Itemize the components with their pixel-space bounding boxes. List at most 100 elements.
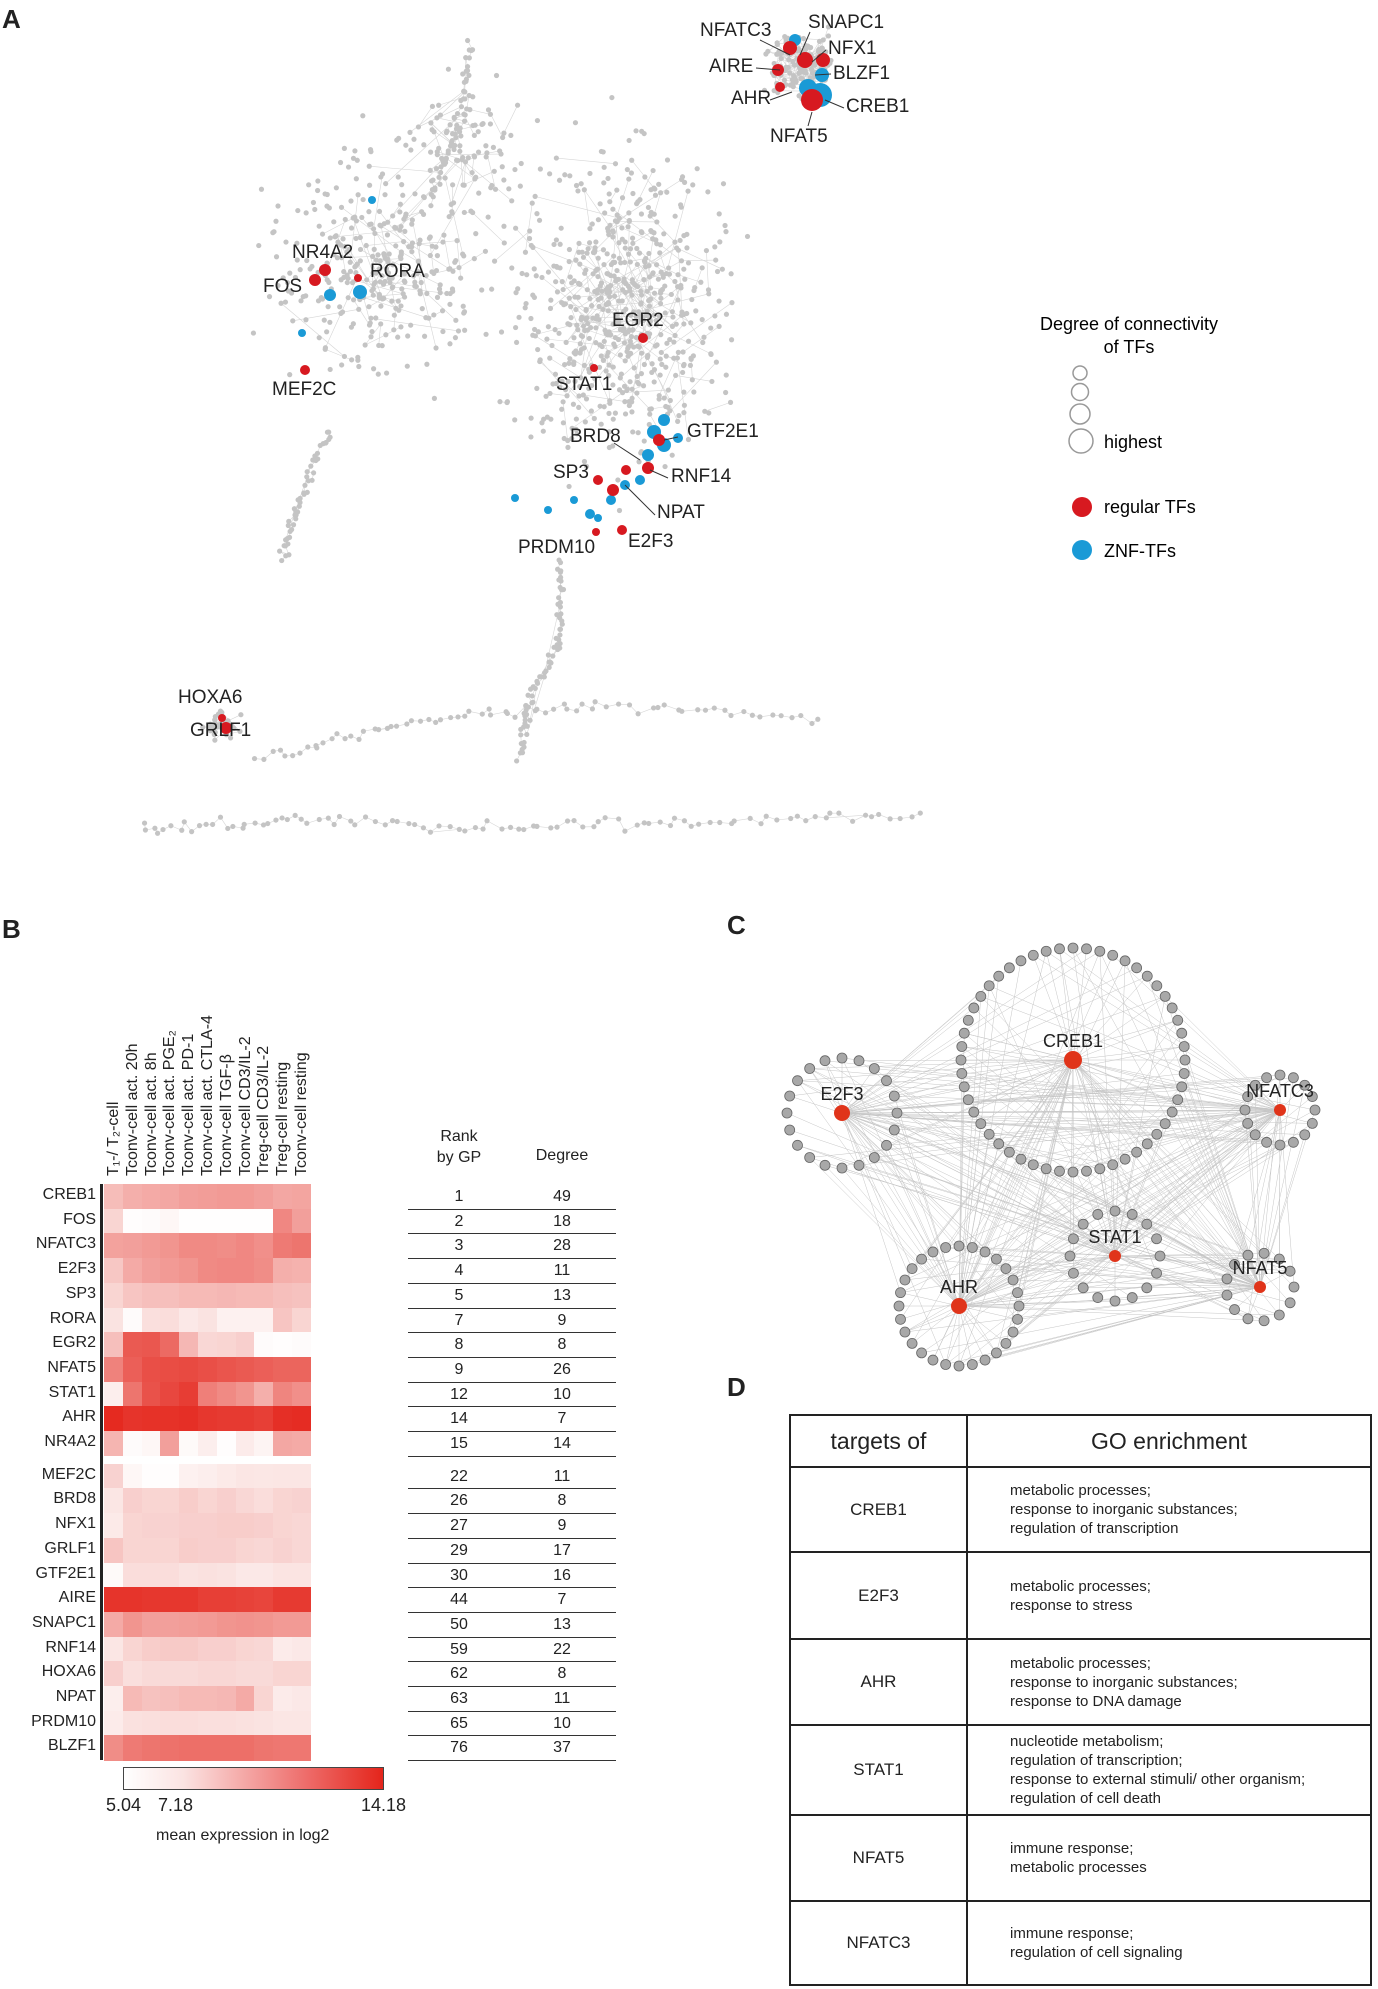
row-divider bbox=[408, 1307, 616, 1309]
network-node bbox=[348, 198, 354, 204]
network-node bbox=[324, 329, 330, 335]
network-node bbox=[604, 290, 610, 296]
panel-letter-d: D bbox=[727, 1372, 746, 1402]
network-node bbox=[344, 279, 350, 286]
network-node bbox=[616, 240, 622, 246]
target-node bbox=[1176, 1081, 1188, 1093]
go-term-line: regulation of cell death bbox=[1010, 1790, 1161, 1807]
target-node bbox=[955, 1054, 967, 1066]
network-node bbox=[440, 239, 446, 245]
network-node bbox=[392, 224, 398, 230]
heatmap-row-label: FOS bbox=[63, 1210, 96, 1228]
network-node bbox=[434, 294, 441, 300]
heatmap-column-label: Tconv-cell CD3/IL-2 bbox=[236, 1036, 254, 1176]
network-edge bbox=[666, 191, 689, 274]
target-node bbox=[1040, 1163, 1052, 1175]
network-node bbox=[549, 342, 555, 349]
network-edge bbox=[426, 293, 457, 321]
network-edge bbox=[578, 243, 596, 248]
network-edge bbox=[405, 211, 422, 217]
target-node bbox=[1141, 970, 1153, 982]
network-node bbox=[295, 207, 301, 214]
network-node bbox=[522, 305, 528, 311]
network-node bbox=[667, 397, 673, 404]
target-node bbox=[975, 990, 987, 1002]
network-edge bbox=[644, 285, 682, 365]
target-node bbox=[1299, 1129, 1311, 1141]
target-node bbox=[958, 1027, 970, 1039]
network-node bbox=[339, 362, 345, 368]
network-node bbox=[563, 339, 569, 346]
target-node bbox=[1166, 1002, 1178, 1014]
network-node bbox=[421, 142, 427, 148]
target-node bbox=[804, 1063, 816, 1074]
network-node bbox=[357, 234, 363, 241]
target-node bbox=[1288, 1281, 1300, 1293]
network-node bbox=[379, 273, 385, 279]
network-node bbox=[626, 137, 632, 144]
network-edge bbox=[322, 217, 354, 235]
network-node bbox=[434, 253, 441, 259]
network-nodes bbox=[141, 24, 923, 836]
network-node bbox=[575, 188, 581, 194]
target-node bbox=[1172, 1094, 1184, 1106]
network-edge bbox=[440, 91, 465, 116]
network-node bbox=[460, 303, 466, 309]
network-node bbox=[565, 378, 571, 385]
network-node bbox=[290, 318, 296, 324]
network-node bbox=[378, 303, 384, 309]
target-node bbox=[1179, 1054, 1191, 1066]
network-node bbox=[606, 373, 612, 379]
network-node bbox=[373, 257, 379, 263]
network-node bbox=[610, 416, 616, 422]
heatmap-row-label: NR4A2 bbox=[44, 1433, 96, 1450]
target-node bbox=[1166, 1106, 1178, 1118]
target-cell: CREB1 bbox=[789, 1466, 968, 1553]
network-node bbox=[560, 399, 566, 405]
network-node bbox=[372, 230, 378, 237]
network-node bbox=[331, 252, 337, 258]
heatmap-column-label: Tconv-cell act. 20h bbox=[123, 1043, 141, 1176]
network-edge bbox=[682, 326, 720, 353]
network-edge bbox=[654, 369, 678, 422]
network-edge bbox=[490, 711, 507, 716]
target-node bbox=[956, 1041, 968, 1052]
network-node bbox=[574, 431, 580, 437]
row-divider bbox=[408, 1282, 616, 1284]
network-edge bbox=[632, 231, 653, 244]
network-node bbox=[527, 228, 533, 234]
panel-letter-a: A bbox=[2, 4, 21, 34]
network-edge bbox=[653, 192, 661, 215]
network-edge bbox=[690, 359, 693, 380]
network-node bbox=[402, 279, 408, 285]
network-node bbox=[368, 315, 374, 321]
hub-node-creb1 bbox=[1064, 1051, 1082, 1069]
network-node bbox=[341, 145, 347, 151]
target-node bbox=[979, 1246, 991, 1258]
degree-value: 9 bbox=[557, 1517, 567, 1535]
network-node bbox=[728, 337, 735, 343]
network-node bbox=[413, 283, 419, 290]
target-node bbox=[836, 1052, 848, 1064]
network-node bbox=[630, 429, 636, 435]
panel-letter-b: B bbox=[2, 914, 21, 944]
degree-value: 8 bbox=[557, 1665, 567, 1683]
target-node bbox=[1151, 1128, 1163, 1140]
network-edge bbox=[645, 258, 679, 275]
network-node bbox=[567, 173, 573, 179]
network-edge bbox=[418, 106, 433, 128]
network-node bbox=[629, 292, 635, 298]
heatmap-row-label: BLZF1 bbox=[47, 1737, 96, 1755]
network-node bbox=[634, 201, 640, 207]
target-node bbox=[792, 1139, 803, 1151]
network-node bbox=[306, 182, 312, 188]
heatmap-row-label: NFAT5 bbox=[47, 1358, 96, 1376]
network-node bbox=[672, 213, 678, 219]
degree-value: 28 bbox=[553, 1237, 571, 1255]
network-node bbox=[577, 261, 583, 267]
network-node bbox=[319, 231, 326, 237]
network-edge bbox=[463, 161, 466, 186]
target-node bbox=[895, 1313, 906, 1325]
